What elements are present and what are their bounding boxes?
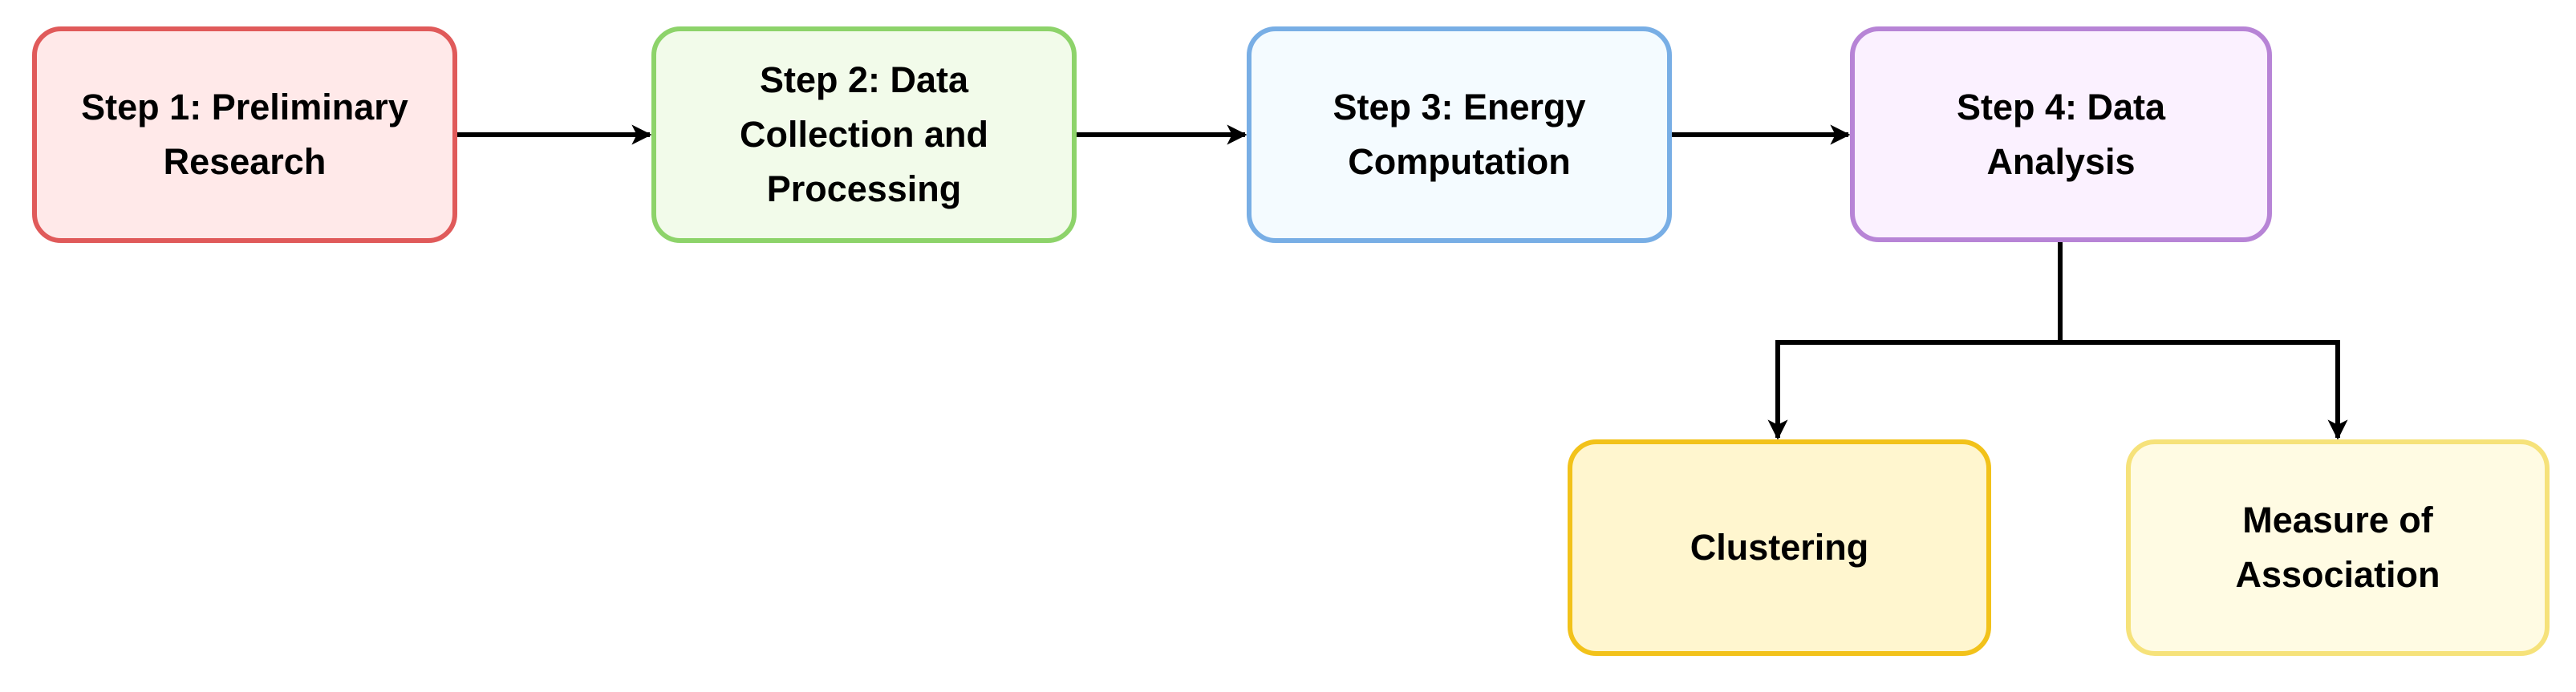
arrow-step4-to-clustering: [1767, 242, 2063, 440]
node-clustering: Clustering: [1568, 439, 1991, 656]
node-step1-label: Step 1: Preliminary Research: [81, 87, 408, 182]
node-step3: Step 3: Energy Computation: [1247, 26, 1672, 243]
node-measure-of-association: Measure of Association: [2126, 439, 2550, 656]
node-step1: Step 1: Preliminary Research: [32, 26, 457, 243]
node-step4: Step 4: Data Analysis: [1850, 26, 2272, 242]
node-association-label: Measure of Association: [2235, 500, 2440, 595]
node-clustering-label: Clustering: [1690, 527, 1869, 568]
node-step4-label: Step 4: Data Analysis: [1956, 86, 2166, 182]
node-step3-label: Step 3: Energy Computation: [1333, 87, 1586, 182]
node-step2: Step 2: Data Collection and Processing: [651, 26, 1077, 243]
node-step2-label: Step 2: Data Collection and Processing: [739, 59, 988, 209]
arrow-step4-to-association: [2060, 340, 2348, 440]
